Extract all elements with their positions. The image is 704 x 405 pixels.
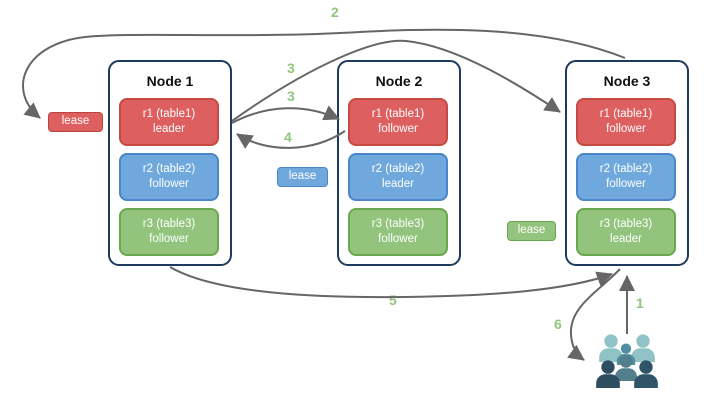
replica-role: follower xyxy=(149,233,189,245)
node-1-box: Node 1 r1 (table1) leader r2 (table2) fo… xyxy=(108,60,232,266)
replica-role: follower xyxy=(606,123,646,135)
replica-label: r3 (table3) xyxy=(599,218,653,231)
replica-role: follower xyxy=(378,123,418,135)
node-2-title: Node 2 xyxy=(375,73,423,89)
replica-label: r1 (table1) xyxy=(599,108,653,121)
node-2-replica-r1: r1 (table1) follower xyxy=(348,98,448,146)
node-1-replica-r3: r3 (table3) follower xyxy=(119,208,219,256)
node-2-box: Node 2 r1 (table1) follower r2 (table2) … xyxy=(337,60,461,266)
people-group-icon xyxy=(596,334,658,388)
arrow-label-1: 1 xyxy=(636,295,644,311)
arrow-label-3a: 3 xyxy=(287,60,295,76)
arrow-label-6: 6 xyxy=(554,316,562,332)
arrow-label-4: 4 xyxy=(284,129,292,145)
node-3-replica-r1: r1 (table1) follower xyxy=(576,98,676,146)
node-1-replica-r2: r2 (table2) follower xyxy=(119,153,219,201)
node-1-replica-r1: r1 (table1) leader xyxy=(119,98,219,146)
replica-label: r3 (table3) xyxy=(371,218,425,231)
node-3-title: Node 3 xyxy=(603,73,651,89)
node-3-replica-r2: r2 (table2) follower xyxy=(576,153,676,201)
lease-badge-table2: lease xyxy=(277,167,328,187)
node-2-replica-r2: r2 (table2) leader xyxy=(348,153,448,201)
lease-badge-table3: lease xyxy=(507,221,556,241)
arrow-3b xyxy=(231,105,340,124)
replica-role: leader xyxy=(610,233,642,245)
node-2-replica-r3: r3 (table3) follower xyxy=(348,208,448,256)
replica-label: r3 (table3) xyxy=(142,218,196,231)
replica-role: leader xyxy=(153,123,185,135)
arrow-label-5: 5 xyxy=(389,292,397,308)
lease-badge-table1: lease xyxy=(48,112,103,132)
arrow-label-3b: 3 xyxy=(287,88,295,104)
replica-label: r2 (table2) xyxy=(599,163,653,176)
replica-role: follower xyxy=(378,233,418,245)
replica-label: r2 (table2) xyxy=(142,163,196,176)
node-3-box: Node 3 r1 (table1) follower r2 (table2) … xyxy=(565,60,689,266)
replica-role: leader xyxy=(382,178,414,190)
node-3-replica-r3: r3 (table3) leader xyxy=(576,208,676,256)
arrow-label-2: 2 xyxy=(331,4,339,20)
replica-label: r2 (table2) xyxy=(371,163,425,176)
replica-label: r1 (table1) xyxy=(371,108,425,121)
replica-role: follower xyxy=(149,178,189,190)
replica-role: follower xyxy=(606,178,646,190)
replica-label: r1 (table1) xyxy=(142,108,196,121)
node-1-title: Node 1 xyxy=(146,73,194,89)
